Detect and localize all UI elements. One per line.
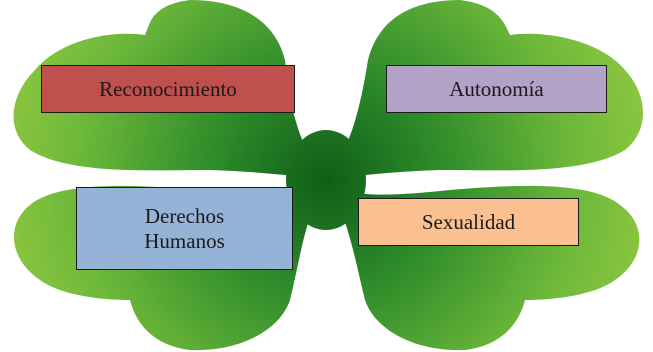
autonomia-label: Autonomía: [449, 76, 544, 101]
clover-center: [286, 130, 366, 230]
derechos-humanos-text: Derechos Humanos: [144, 204, 225, 252]
sexualidad-label: Sexualidad: [421, 209, 516, 234]
derechos-humanos-line-2: Humanos: [144, 228, 225, 253]
sexualidad-box: Sexualidad: [358, 198, 579, 246]
reconocimiento-box: Reconocimiento: [41, 65, 295, 113]
derechos-humanos-line-1: Derechos: [144, 204, 225, 229]
autonomia-box: Autonomía: [386, 65, 607, 113]
derechos-humanos-box: Derechos Humanos: [76, 187, 293, 270]
reconocimiento-label: Reconocimiento: [99, 76, 237, 101]
